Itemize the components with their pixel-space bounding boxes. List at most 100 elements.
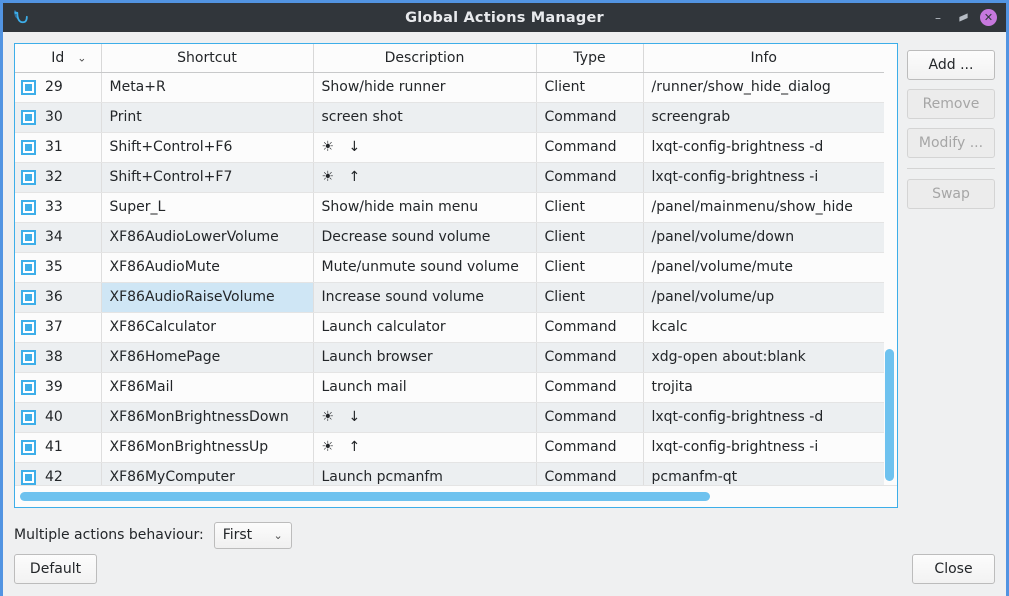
enabled-checkbox[interactable] [21,289,36,305]
lxqt-logo-icon [3,3,37,32]
enabled-checkbox[interactable] [21,229,36,245]
enabled-checkbox[interactable] [21,439,36,455]
enabled-checkbox[interactable] [21,199,36,215]
close-button[interactable]: Close [912,554,995,584]
cell-type: Command [536,132,644,163]
cell-id: 33 [15,192,102,223]
behaviour-label: Multiple actions behaviour: [14,527,204,543]
title-bar[interactable]: Global Actions Manager – ✕ [3,3,1006,32]
enabled-checkbox[interactable] [21,349,36,365]
cell-id: 42 [15,462,102,485]
swap-button[interactable]: Swap [907,179,995,209]
row-id-label: 42 [45,469,63,485]
enabled-checkbox[interactable] [21,169,36,185]
sort-descending-icon: ⌄ [77,51,87,65]
modify-button[interactable]: Modify ... [907,128,995,158]
default-button[interactable]: Default [14,554,97,584]
cell-type: Client [536,252,644,283]
close-icon[interactable]: ✕ [980,9,997,26]
row-id-label: 30 [45,109,63,125]
maximize-icon[interactable] [955,10,971,26]
cell-id: 34 [15,222,102,253]
cell-id: 30 [15,102,102,133]
cell-type: Command [536,432,644,463]
enabled-checkbox[interactable] [21,109,36,125]
row-id-label: 39 [45,379,63,395]
vertical-scrollbar-thumb[interactable] [885,349,894,481]
cell-shortcut: XF86MonBrightnessDown [101,402,314,433]
cell-id: 37 [15,312,102,343]
behaviour-select[interactable]: First ⌄ [213,521,292,549]
enabled-checkbox[interactable] [21,259,36,275]
side-button-column: Add ... Remove Modify ... Swap [907,43,995,508]
cell-shortcut: XF86MyComputer [101,462,314,485]
window-title: Global Actions Manager [405,9,604,26]
cell-shortcut: XF86HomePage [101,342,314,373]
cell-id: 32 [15,162,102,193]
cell-description: Launch browser [313,342,537,373]
cell-id: 31 [15,132,102,163]
cell-id: 41 [15,432,102,463]
cell-id: 38 [15,342,102,373]
cell-shortcut: Print [101,102,314,133]
row-id-label: 41 [45,439,63,455]
cell-description: Show/hide main menu [313,192,537,223]
cell-shortcut: Shift+Control+F6 [101,132,314,163]
cell-shortcut: XF86MonBrightnessUp [101,432,314,463]
cell-id: 35 [15,252,102,283]
column-header-id[interactable]: Id ⌄ [15,44,102,73]
column-header-description[interactable]: Description [313,44,537,73]
cell-info: kcalc [643,312,884,343]
cell-type: Client [536,192,644,223]
cell-type: Command [536,372,644,403]
cell-description: ☀ ↑ [313,162,537,193]
cell-info: /panel/volume/down [643,222,884,253]
enabled-checkbox[interactable] [21,409,36,425]
column-header-info[interactable]: Info [643,44,884,73]
cell-type: Client [536,72,644,103]
minimize-icon[interactable]: – [935,10,941,25]
column-header-shortcut[interactable]: Shortcut [101,44,314,73]
cell-shortcut: Meta+R [101,72,314,103]
enabled-checkbox[interactable] [21,469,36,485]
horizontal-scrollbar[interactable] [15,485,897,507]
remove-button[interactable]: Remove [907,89,995,119]
cell-shortcut: XF86Mail [101,372,314,403]
cell-description: Launch calculator [313,312,537,343]
cell-type: Command [536,312,644,343]
enabled-checkbox[interactable] [21,139,36,155]
cell-description: ☀ ↓ [313,402,537,433]
column-header-type[interactable]: Type [536,44,644,73]
enabled-checkbox[interactable] [21,379,36,395]
side-button-separator [907,168,995,169]
cell-info: trojita [643,372,884,403]
horizontal-scrollbar-thumb[interactable] [20,492,710,501]
enabled-checkbox[interactable] [21,319,36,335]
cell-type: Client [536,282,644,313]
cell-type: Command [536,462,644,485]
cell-description: Mute/unmute sound volume [313,252,537,283]
cell-type: Command [536,102,644,133]
enabled-checkbox[interactable] [21,79,36,95]
cell-description: Decrease sound volume [313,222,537,253]
add-button[interactable]: Add ... [907,50,995,80]
window-controls: – ✕ [930,9,1006,26]
cell-info: screengrab [643,102,884,133]
cell-info: pcmanfm-qt [643,462,884,485]
